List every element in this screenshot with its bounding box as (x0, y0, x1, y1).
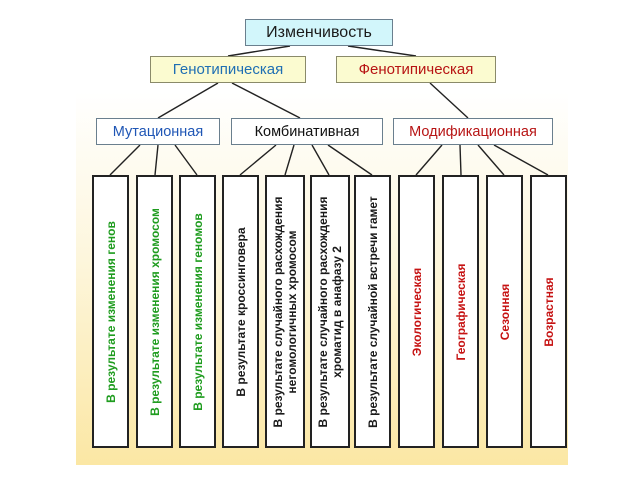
leaf-label: В результате случайного расхождения него… (271, 196, 299, 427)
leaf-label: Сезонная (497, 283, 512, 340)
leaf-label: Возрастная (541, 276, 556, 347)
link-mut-1 (109, 144, 141, 176)
link-genotypic-mutational (157, 82, 219, 119)
leaf-genome-change: В результате изменения геномов (179, 175, 216, 448)
link-root-genotypic (227, 45, 291, 57)
leaf-random-chromosome-segregation: В результате случайного расхождения него… (265, 175, 305, 448)
link-phenotypic-modification (429, 82, 469, 119)
leaf-label: В результате изменения генов (103, 220, 118, 403)
leaf-random-gamete-meeting: В результате случайной встречи гамет (354, 175, 391, 448)
leaf-ecological: Экологическая (398, 175, 435, 448)
leaf-label: В результате случайной встречи гамет (365, 195, 380, 428)
link-mod-4 (493, 144, 549, 176)
leaf-gene-change: В результате изменения генов (92, 175, 129, 448)
leaf-label: В результате изменения хромосом (147, 207, 162, 416)
leaf-seasonal: Сезонная (486, 175, 523, 448)
mutational-node: Мутационная (96, 118, 220, 145)
root-node: Изменчивость (245, 19, 393, 46)
leaf-label: Экологическая (409, 267, 424, 356)
genotypic-node: Генотипическая (150, 56, 306, 83)
link-genotypic-combinative (231, 82, 301, 119)
leaf-crossing-over: В результате кроссинговера (222, 175, 259, 448)
leaf-label: В результате кроссинговера (233, 226, 248, 397)
link-mod-1 (415, 144, 443, 176)
link-root-phenotypic (347, 45, 417, 57)
leaf-chromosome-change: В результате изменения хромосом (136, 175, 173, 448)
modification-node: Модификационная (393, 118, 553, 145)
leaf-label: В результате случайного расхождения хром… (316, 196, 344, 427)
link-mut-3 (174, 144, 198, 176)
leaf-geographical: Географическая (442, 175, 479, 448)
combinative-node: Комбинативная (231, 118, 383, 145)
link-comb-3 (311, 144, 330, 176)
link-comb-1 (239, 144, 277, 176)
leaf-label: Географическая (453, 263, 468, 360)
leaf-age: Возрастная (530, 175, 567, 448)
link-comb-2 (284, 144, 295, 176)
link-comb-4 (327, 144, 373, 176)
leaf-random-chromatid-segregation: В результате случайного расхождения хром… (310, 175, 350, 448)
link-mod-2 (459, 144, 462, 176)
leaf-label: В результате изменения геномов (190, 212, 205, 411)
link-mod-3 (477, 144, 505, 176)
link-mut-2 (154, 144, 159, 176)
phenotypic-node: Фенотипическая (336, 56, 496, 83)
